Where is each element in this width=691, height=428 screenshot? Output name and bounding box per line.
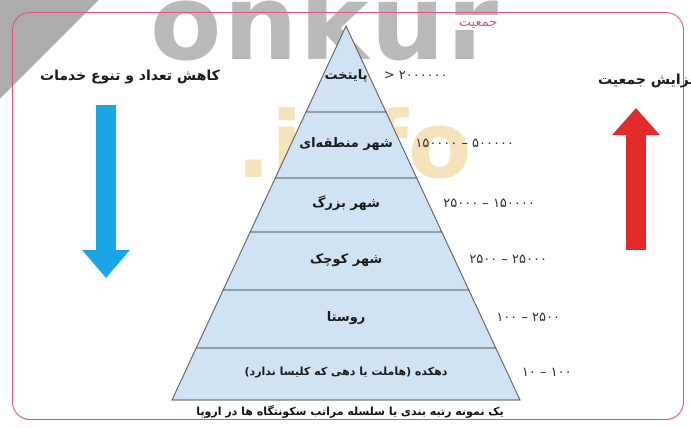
down-arrow-icon (82, 105, 130, 278)
pyramid-level-label: دهکده (هاملت یا دهی که کلیسا ندارد) (244, 365, 448, 378)
watermark-brand: onkur (150, 0, 500, 84)
right-arrow-label: افزایش جمعیت (598, 72, 691, 88)
population-range: ۲۵۰۰ – ۲۵۰۰۰ (469, 252, 547, 267)
pyramid-level-label: پایتخت (324, 68, 368, 83)
population-range: ۱۵۰۰۰۰ – ۵۰۰۰۰۰ (415, 136, 514, 151)
figure-caption: یک نمونه رتبه بندی یا سلسله مراتب سکونتگ… (196, 405, 504, 418)
population-range: ۲۵۰۰۰ – ۱۵۰۰۰۰ (443, 196, 535, 211)
population-range: > ۲۰۰۰۰۰۰ (383, 68, 448, 83)
pyramid-layers (171, 24, 521, 401)
diagram-frame (12, 12, 684, 420)
pyramid-level-label: روستا (326, 310, 366, 325)
population-range: ۱۰۰ – ۲۵۰۰ (496, 310, 560, 325)
pyramid-layer-5 (171, 347, 521, 401)
frame-title: جمعیت (438, 15, 518, 30)
pyramid-level-label: شهر کوچک (309, 252, 383, 267)
up-arrow-icon (612, 108, 660, 250)
pyramid-level-label: شهر بزرگ (312, 196, 380, 211)
pyramid-level-label: شهر منطقه‌ای (299, 136, 393, 151)
population-range: ۱۰ – ۱۰۰ (521, 365, 572, 380)
left-arrow-label: کاهش تعداد و تنوع خدمات (40, 68, 220, 84)
